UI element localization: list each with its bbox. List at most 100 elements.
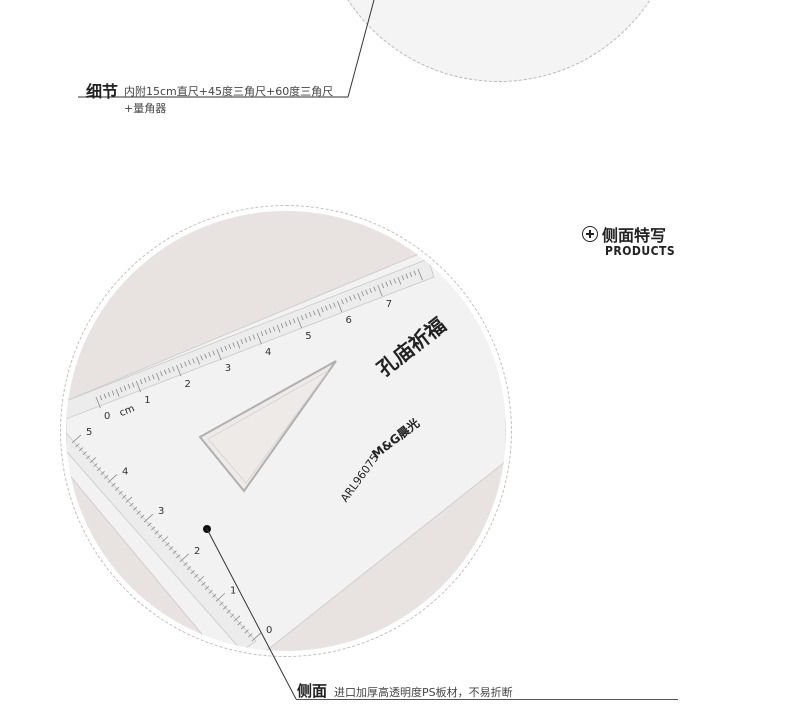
ruler-top-tick — [300, 315, 304, 321]
ruler-left-tick — [201, 581, 206, 586]
ruler-top-tick — [280, 323, 284, 329]
ruler-top-tick — [156, 372, 160, 381]
ruler-left-tick — [118, 490, 123, 495]
ruler-left-tick — [197, 575, 205, 582]
ruler-left-tick — [230, 613, 235, 618]
ruler-top-tick — [365, 289, 368, 295]
ruler-top-tick-label: 6 — [346, 315, 352, 326]
ruler-left-tick — [107, 474, 118, 483]
ruler-top-tick — [135, 380, 142, 393]
ruler-left-tick — [248, 633, 253, 638]
ruler-top-tick — [220, 347, 223, 353]
ruler-top-tick — [204, 353, 207, 359]
ruler-top-tick — [304, 313, 308, 319]
ruler-top-tick — [196, 356, 200, 365]
ruler-top-tick — [184, 361, 187, 367]
ruler-top-tick — [172, 366, 175, 372]
ruler-left-tick — [143, 513, 154, 523]
product-image-ring — [60, 205, 512, 657]
ruler-left-tick — [204, 585, 210, 590]
ruler-left-tick — [154, 530, 159, 535]
ruler-left-tick-label: 0 — [266, 625, 272, 636]
ruler-top-tick — [208, 352, 211, 357]
ruler-left-tick — [140, 514, 145, 519]
ruler-left-tick — [179, 553, 190, 563]
ruler-left-tick-label: 3 — [158, 506, 164, 517]
detail-leader-line — [78, 0, 375, 98]
detail-description: 内附15cm直尺+45度三角尺+60度三角尺+量角器 — [124, 85, 334, 115]
ruler-top-tick — [341, 299, 344, 305]
ruler-left-tick — [161, 536, 169, 543]
ruler-left-tick — [208, 589, 213, 594]
ruler-top-tick — [115, 388, 120, 397]
ruler-left-tick — [190, 570, 195, 574]
ruler-top-tick — [123, 385, 127, 391]
side-section-title: 侧面特写 — [602, 226, 667, 245]
ruler-top-tick — [389, 280, 393, 285]
ruler-left-tick — [233, 615, 241, 622]
ruler-top-tick — [236, 340, 241, 349]
ruler-left-tick — [240, 625, 246, 630]
ruler-top-tick — [212, 350, 215, 356]
ruler-top-tick — [143, 377, 147, 383]
ruler-top-tick — [321, 307, 324, 313]
ruler-top-tick — [176, 364, 182, 377]
ruler-left-tick-label: 4 — [122, 467, 128, 478]
ruler-left-tick — [104, 474, 109, 479]
ruler-left-tick — [244, 629, 249, 634]
ruler-top-tick — [240, 339, 244, 345]
detail-title: 细节 — [86, 82, 119, 101]
ruler-top-tick — [200, 355, 203, 361]
ruler-top-tick — [232, 342, 236, 348]
ruler-top-tick — [168, 368, 171, 373]
ruler-top-tick — [188, 360, 191, 365]
ruler-top-tick — [264, 329, 268, 335]
side-section-subtitle: PRODUCTS — [605, 244, 676, 258]
ruler-left-tick — [136, 510, 141, 515]
ruler-left-tick — [122, 494, 127, 499]
ruler-top-tick — [107, 392, 111, 397]
ruler-top-tick — [409, 272, 413, 277]
ruler-top-tick — [192, 358, 195, 364]
ruler-left-tick-label: 2 — [194, 546, 200, 557]
ruler-top-tick — [260, 331, 264, 337]
ruler-left-tick — [71, 434, 82, 444]
ruler-top-tick — [103, 393, 107, 399]
ruler-top-tick — [147, 376, 151, 381]
ruler-top-tick — [164, 369, 167, 375]
ruler-top-tick — [95, 396, 101, 409]
side-caption-title: 侧面 — [297, 682, 328, 700]
ruler-top-tick-label: 3 — [225, 363, 231, 374]
ruler-top-tick — [216, 348, 222, 361]
ruler-top-tick — [296, 316, 303, 329]
ruler-left-tick — [132, 506, 138, 511]
ruler-left-tick — [96, 467, 102, 472]
ruler-left-tick — [111, 482, 116, 487]
ruler-left-tick — [176, 554, 181, 559]
ruler-top-tick — [401, 275, 405, 281]
ruler-top-tick — [417, 268, 423, 281]
ruler-left-tick — [93, 463, 98, 468]
ruler-top-tick — [357, 292, 361, 301]
ruler-top-tick — [119, 387, 123, 393]
ruler-left-tick — [183, 562, 188, 567]
ruler-top-tick — [312, 310, 316, 316]
ruler-top-tick — [256, 332, 262, 345]
ruler-left-tick — [215, 593, 226, 602]
ruler-top-tick — [317, 308, 321, 317]
ruler-top-tick — [127, 384, 131, 389]
ruler-top-tick — [248, 336, 252, 341]
ruler-top-tick — [139, 379, 143, 385]
ruler-left-tick — [129, 502, 134, 507]
ruler-top-tick-label: 5 — [305, 331, 311, 342]
ruler-left-tick — [150, 526, 156, 531]
ruler-top-tick — [377, 284, 383, 297]
side-caption-text: 进口加厚高透明度PS板材，不易折断 — [334, 686, 513, 699]
ruler-top-tick — [333, 302, 336, 308]
ruler-left-tick — [226, 609, 231, 614]
ruler-top-tick-label: 0 — [104, 411, 110, 422]
ruler-left-tick — [165, 542, 170, 547]
ruler-left-tick — [82, 451, 87, 456]
